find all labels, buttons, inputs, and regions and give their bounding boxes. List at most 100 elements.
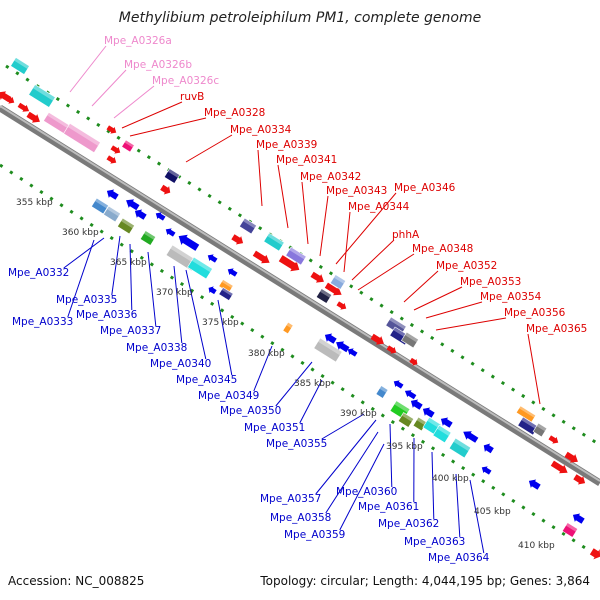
gene-label-minus: Mpe_A0338 [126,342,187,354]
gene-label-plus: Mpe_A0346 [394,182,456,194]
gene-arrow [463,431,479,443]
gene-arrow [106,155,117,164]
callout-line [325,431,379,514]
gene-box [28,84,56,108]
callout-line [147,251,157,327]
scale-label: 370 kbp [156,288,193,298]
gene-arrow [106,189,119,200]
gene-arrow [178,234,200,251]
gene-arrow [422,407,435,418]
gene-label-minus: Mpe_A0351 [244,422,305,434]
gene-label-minus: Mpe_A0332 [8,267,69,279]
gene-label-minus: Mpe_A0361 [358,501,419,513]
gene-box [285,246,307,266]
gene-arrow [252,250,270,264]
gene-arrow [483,443,494,454]
gene-box [315,288,333,304]
callout-line [121,101,183,129]
callout-line [315,419,377,495]
callout-line [455,473,461,538]
gene-arrow [393,380,404,389]
gene-label-plus: Mpe_A0326c [152,75,219,87]
callout-lines [63,45,541,554]
callout-line [527,333,541,405]
callout-line [185,269,207,360]
scale-label: 375 kbp [202,318,239,328]
gene-arrow [17,102,30,112]
gene-arrow [370,333,384,345]
gene-arrow [410,399,423,410]
scale-label: 355 kbp [16,198,53,208]
gene-box [432,424,452,444]
gene-box [218,287,234,301]
gene-arrow [481,466,492,475]
callout-line [185,134,233,163]
gene-features [0,57,600,560]
gene-label-plus: Mpe_A0353 [460,276,521,288]
gene-arrow [572,513,585,524]
gene-box [103,205,121,223]
gene-arrow [126,199,140,211]
callout-line [91,69,127,107]
gene-arrow [26,111,40,123]
gene-arrow [336,341,350,353]
gene-arrow [528,479,541,490]
callout-line [425,301,483,319]
gene-label-plus: Mpe_A0342 [300,171,361,183]
gene-box [239,217,257,235]
gene-label-plus: Mpe_A0354 [480,291,542,303]
gene-label-plus: Mpe_A0348 [412,243,473,255]
gene-arrow [324,333,337,344]
callout-line [111,235,121,296]
gene-box [532,422,548,438]
gene-box [163,168,181,184]
gene-arrow [550,460,568,474]
gene-box [375,385,389,399]
callout-line [67,239,95,318]
gene-box [282,321,294,335]
gene-arrow [227,268,238,277]
gene-label-plus: Mpe_A0365 [526,323,587,335]
callout-line [301,181,309,245]
gene-arrow [404,390,417,400]
gene-arrow [278,255,300,272]
callout-line [403,270,439,303]
genome-backbone-highlight [0,105,600,482]
gene-label-plus: Mpe_A0339 [256,139,317,151]
gene-arrow [207,254,218,263]
gene-label-plus: Mpe_A0326b [124,59,192,71]
genome-title: Methylibium petroleiphilum PM1, complete… [118,10,482,26]
callout-line [469,479,485,554]
scale-label: 405 kbp [474,507,511,517]
callout-line [63,237,105,269]
callout-line [69,45,107,93]
callout-line [253,345,273,392]
gene-arrow [548,435,559,444]
gene-arrow [155,212,166,221]
callout-line [129,243,133,311]
callout-line [321,413,365,440]
gene-label-plus: Mpe_A0356 [504,307,566,319]
gene-arrow [310,271,324,283]
gene-label-plus: Mpe_A0343 [326,185,387,197]
callout-line [357,253,415,291]
callout-line [339,443,385,531]
gene-arrow [324,282,342,296]
gene-box [561,522,579,538]
callout-line [275,361,313,407]
gene-arrow [110,145,121,154]
gene-label-minus: Mpe_A0349 [198,390,259,402]
gene-label-minus: Mpe_A0355 [266,438,327,450]
gene-box [10,57,30,75]
callout-line [413,286,463,311]
gene-label-minus: Mpe_A0360 [336,486,397,498]
gene-box [187,256,213,280]
gene-label-plus: Mpe_A0326a [104,35,172,47]
gene-box [313,337,343,363]
callout-line [129,117,207,137]
callout-line [319,195,329,257]
gene-box [401,331,419,349]
scale-label: 390 kbp [340,409,377,419]
gene-arrow [336,301,347,310]
